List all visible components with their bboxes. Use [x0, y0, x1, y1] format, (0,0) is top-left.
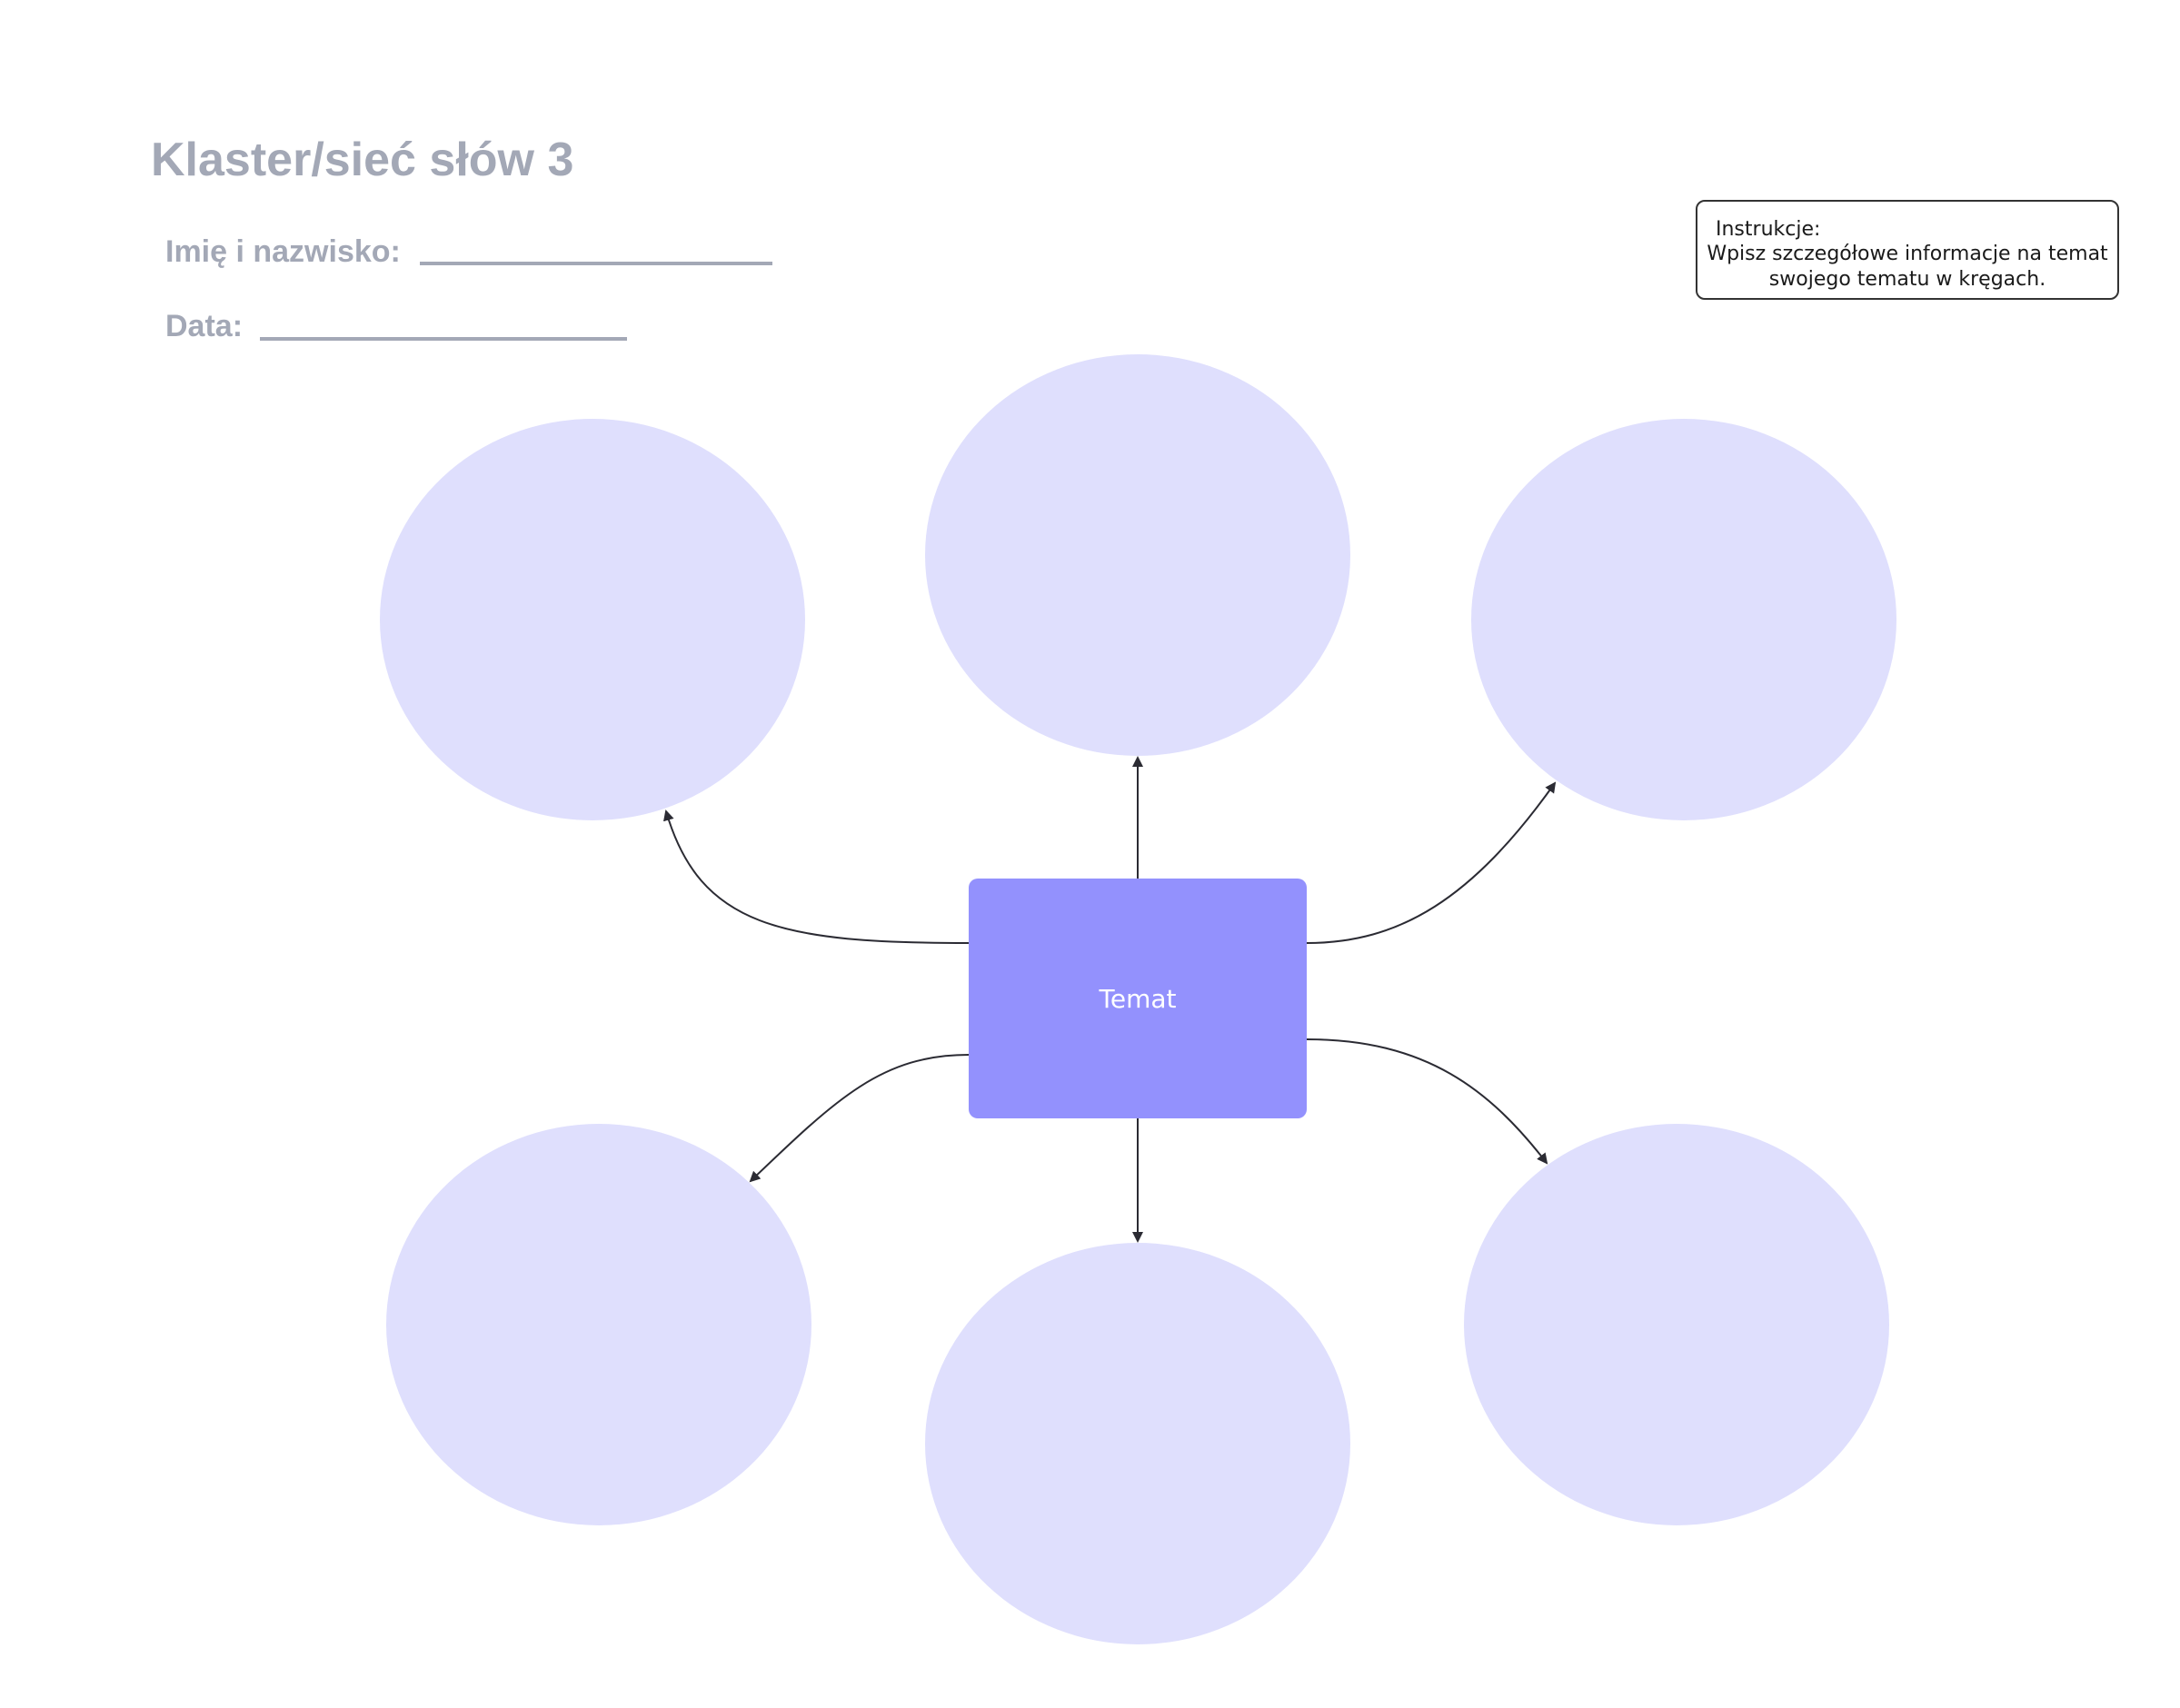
instructions-heading: Instrukcje:	[1716, 218, 1821, 241]
circle-bottom-left[interactable]	[386, 1124, 811, 1525]
circle-top-left[interactable]	[380, 419, 805, 820]
name-label: Imię i nazwisko:	[165, 234, 401, 269]
arrow-to-top-left	[663, 809, 970, 944]
instructions-box: Instrukcje: Wpisz szczegółowe informacje…	[1696, 200, 2119, 300]
date-label: Data:	[165, 309, 244, 343]
arrow-to-bottom-right	[1306, 1038, 1548, 1165]
worksheet-title: Klaster/sieć słów 3	[151, 134, 574, 186]
name-input-line[interactable]	[420, 262, 772, 265]
instructions-body: Wpisz szczegółowe informacje na temat sw…	[1707, 243, 2108, 291]
center-topic-box[interactable]	[969, 879, 1307, 1118]
circle-top-center[interactable]	[925, 354, 1350, 756]
arrow-to-bottom-left	[749, 1054, 970, 1183]
circle-bottom-right[interactable]	[1464, 1124, 1889, 1525]
date-input-line[interactable]	[260, 337, 627, 341]
circle-top-right[interactable]	[1471, 419, 1896, 820]
arrow-to-top-right	[1306, 781, 1557, 944]
circle-bottom-center[interactable]	[925, 1243, 1350, 1644]
